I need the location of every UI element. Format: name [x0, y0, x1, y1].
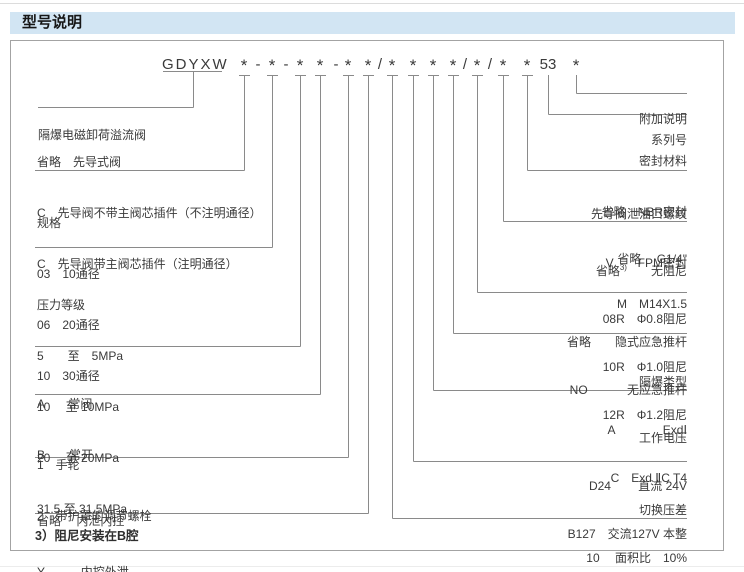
damping-omit-label: 省略: [595, 264, 620, 278]
text-line: V FPM密封: [605, 256, 687, 270]
code-symbol: *: [316, 56, 324, 75]
text-line: 12R Φ1.2阻尼: [602, 408, 687, 422]
code-symbol: *: [296, 56, 304, 75]
code-symbol: *: [449, 56, 457, 75]
text-line: 工作电压: [638, 431, 687, 445]
text-line: 隔爆电磁卸荷溢流阀: [38, 128, 147, 142]
text-line: 省略 内泄内控: [37, 514, 125, 528]
code-symbol-series: 53: [539, 56, 557, 73]
text-line: 规格: [37, 216, 62, 230]
text-line: 先导阀泄油口螺纹: [590, 207, 687, 221]
code-symbol: *: [572, 56, 580, 75]
text-line: 2 带护罩的调节螺栓: [37, 509, 152, 523]
text-line: M M14X1.5: [616, 297, 687, 311]
text-line: C Exd ⅡC T4: [610, 471, 687, 485]
valve-name-block: 隔爆电磁卸荷溢流阀: [38, 93, 146, 178]
code-symbol: -: [283, 56, 289, 73]
normal-state-block: A 常闭 B 常开: [37, 362, 93, 498]
pilot-type-block: 省略 先导式阀 C 先导阀不带主阀芯插件（不注明通径） C 先导阀带主阀芯插件（…: [37, 120, 262, 307]
text-line: 密封材料: [638, 154, 687, 168]
bottom-rule: [0, 566, 744, 567]
explosion-proof-type-block: 隔爆类型 A ExdⅠ C Exd ⅡC T4: [607, 342, 687, 518]
series-number-block: 系列号: [651, 100, 687, 180]
code-symbol: *: [429, 56, 437, 75]
page-title: 型号说明: [22, 14, 83, 31]
text-line: 10R Φ1.0阻尼: [602, 360, 687, 374]
text-line: 省略3) 无阻尼: [596, 260, 687, 279]
code-symbol: -: [333, 56, 339, 73]
text-line: 切换压差: [638, 503, 687, 517]
adjuster-block: 1 手轮 2 带护罩的调节螺栓: [37, 423, 152, 559]
footnote: 3）阻尼安装在B腔: [35, 529, 139, 543]
code-symbol: *: [268, 56, 276, 75]
additional-note-block: 附加说明: [639, 79, 687, 159]
text-line: B127 交流127V 本整: [567, 527, 687, 541]
code-symbol: *: [364, 56, 372, 75]
pressure-grade-block: 压力等级 5 至 5MPa 10 至 10MPa 20 至 20MPa 31.5…: [37, 263, 127, 552]
code-symbol: /: [462, 56, 468, 73]
code-symbol: -: [255, 56, 261, 73]
text-line: A ExdⅠ: [607, 423, 687, 437]
code-symbol: /: [487, 56, 493, 73]
code-symbol: *: [344, 56, 352, 75]
damping-omit-desc: 无阻尼: [626, 264, 687, 278]
code-symbol: /: [377, 56, 383, 73]
code-symbol: *: [409, 56, 417, 75]
code-symbol: *: [240, 56, 248, 75]
text-line: 03 10通径: [37, 267, 100, 281]
text-line: C 先导阀不带主阀芯插件（不注明通径）: [37, 206, 262, 220]
text-line: 10 面积比 10%: [586, 551, 687, 565]
footnote-marker: 3): [619, 263, 627, 272]
size-block: 规格 03 10通径 06 20通径 10 30通径: [37, 181, 100, 419]
text-line: 08R Φ0.8阻尼: [602, 312, 687, 326]
seal-material-block: 密封材料 省略 NBR密封 V FPM密封: [602, 119, 687, 306]
text-line: 压力等级: [37, 298, 86, 312]
code-symbol: *: [473, 56, 481, 75]
text-line: 隔爆类型: [638, 375, 687, 389]
code-symbol: *: [388, 56, 396, 75]
text-line: D24 直流 24V: [588, 479, 687, 493]
text-line: A 常闭: [37, 397, 93, 411]
text-line: 附加说明: [638, 112, 687, 126]
text-line: 10 30通径: [37, 369, 100, 383]
top-rule: [0, 3, 744, 4]
drain-control-block: 省略 内泄内控 Y 内控外泄: [37, 479, 129, 572]
text-line: 系列号: [650, 133, 687, 147]
text-line: 省略 隐式应急推杆: [566, 335, 687, 349]
text-line: 省略 NBR密封: [601, 205, 687, 219]
model-code-diagram-box: [10, 40, 724, 551]
section-header-bar: 型号说明: [10, 12, 735, 34]
damping-block: 省略3) 无阻尼 08R Φ0.8阻尼 10R Φ1.0阻尼 12R Φ1.2阻…: [596, 228, 687, 455]
code-symbol: *: [523, 56, 531, 75]
switching-pressure-diff-block: 切换压差 10 面积比 10% 17 面积比 17%: [586, 470, 687, 572]
working-voltage-block: 工作电压 D24 直流 24V B127 交流127V 本整 B220 交流 2…: [568, 398, 687, 572]
text-line: 省略 先导式阀: [37, 155, 122, 169]
code-symbol: *: [499, 56, 507, 75]
text-line: NO 无应急推杆: [569, 383, 687, 397]
text-line: Y 内控外泄: [37, 565, 129, 572]
model-code-prefix: GDYXW: [162, 56, 229, 73]
text-line: 20 至 20MPa: [37, 451, 120, 465]
text-line: 31.5 至 31.5MPa: [37, 502, 128, 516]
text-line: 5 至 5MPa: [37, 349, 124, 363]
text-line: 省略 G1/4": [617, 252, 687, 266]
emergency-pushrod-block: 省略 隐式应急推杆 NO 无应急推杆: [567, 302, 687, 430]
text-line: 10 至 10MPa: [37, 400, 120, 414]
text-line: C 先导阀带主阀芯插件（注明通径）: [37, 257, 238, 271]
text-line: 06 20通径: [37, 318, 100, 332]
drain-port-thread-block: 先导阀泄油口螺纹 省略 G1/4" M M14X1.5: [591, 177, 687, 342]
text-line: B 常开: [37, 448, 94, 462]
text-line: 1 手轮: [37, 458, 80, 472]
